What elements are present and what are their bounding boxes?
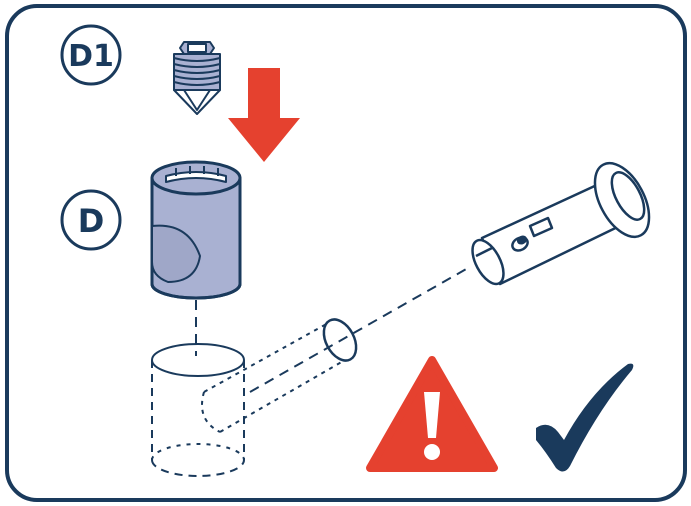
down-arrow-icon (228, 68, 300, 162)
label-d1-text: D1 (68, 39, 114, 74)
checkmark-icon (536, 363, 634, 472)
grub-screw-d1 (173, 41, 221, 115)
panel-frame (5, 4, 687, 502)
cam-lock-d (150, 160, 242, 300)
label-d-text: D (78, 202, 105, 240)
label-d-badge: D (60, 189, 122, 251)
connecting-bolt (471, 161, 651, 286)
drill-hole-outline (151, 343, 245, 477)
dowel-bore-outline (201, 321, 346, 433)
guide-line-diagonal (249, 267, 469, 393)
warning-triangle-icon (366, 356, 498, 472)
label-d1-badge: D1 (60, 24, 122, 86)
